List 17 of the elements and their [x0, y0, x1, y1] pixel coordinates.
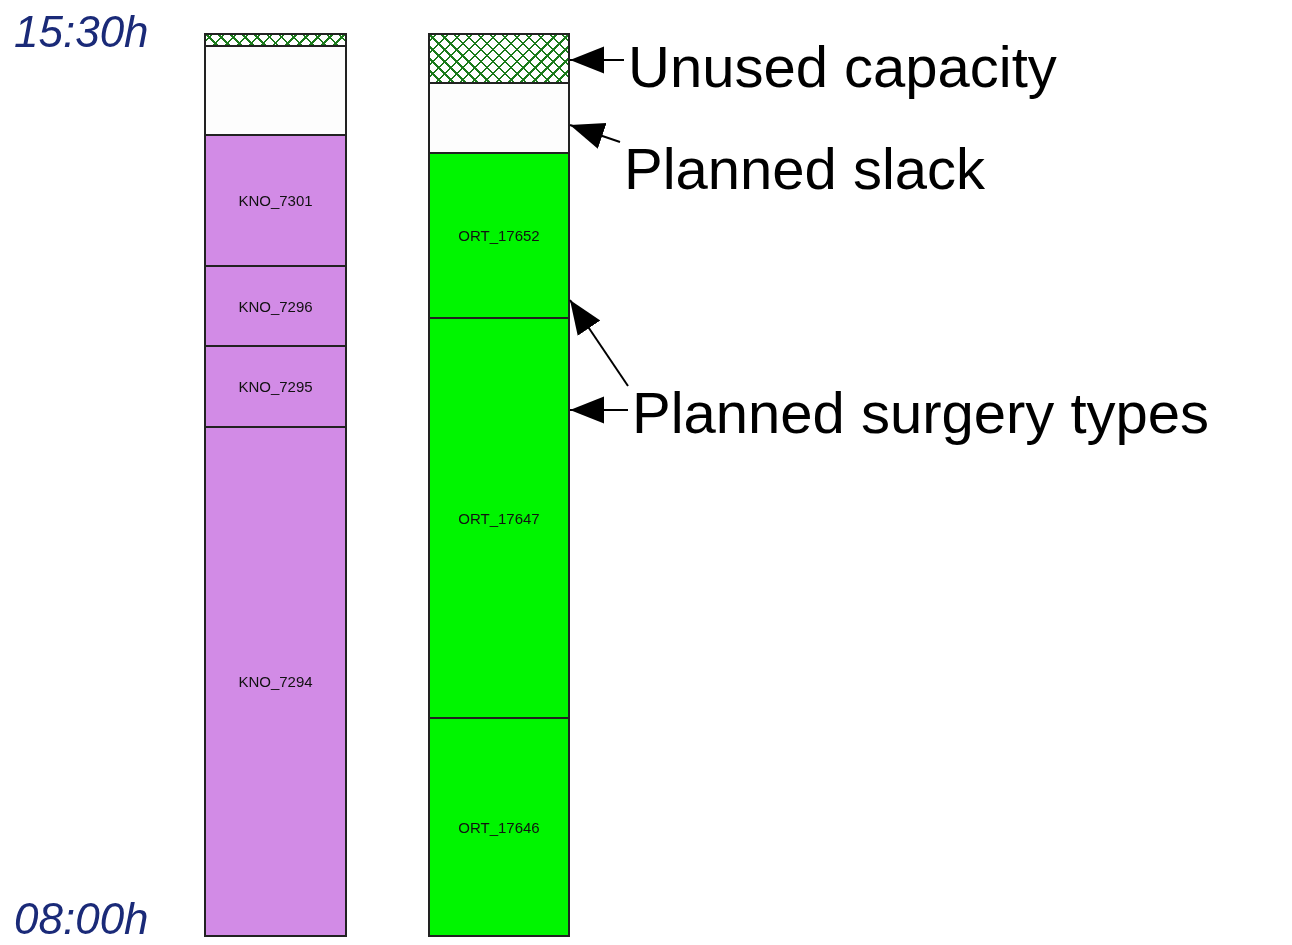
planned-slack-block [204, 45, 347, 136]
surgery-block: KNO_7295 [204, 345, 347, 428]
surgery-block: ORT_17646 [428, 717, 570, 937]
surgery-block: KNO_7301 [204, 134, 347, 267]
surgery-block: KNO_7296 [204, 265, 347, 347]
surgery-block: ORT_17652 [428, 152, 570, 319]
arrow [569, 46, 625, 74]
surgery-block: KNO_7294 [204, 426, 347, 937]
time-label: 15:30h [14, 10, 149, 54]
arrow [569, 396, 629, 424]
surgery-block: ORT_17647 [428, 317, 570, 719]
planned-slack-block [428, 82, 570, 154]
arrow [569, 299, 629, 387]
arrow [569, 123, 621, 149]
time-label: 08:00h [14, 897, 149, 941]
callout-label: Planned slack [624, 140, 986, 198]
unused-capacity-block [428, 33, 570, 84]
